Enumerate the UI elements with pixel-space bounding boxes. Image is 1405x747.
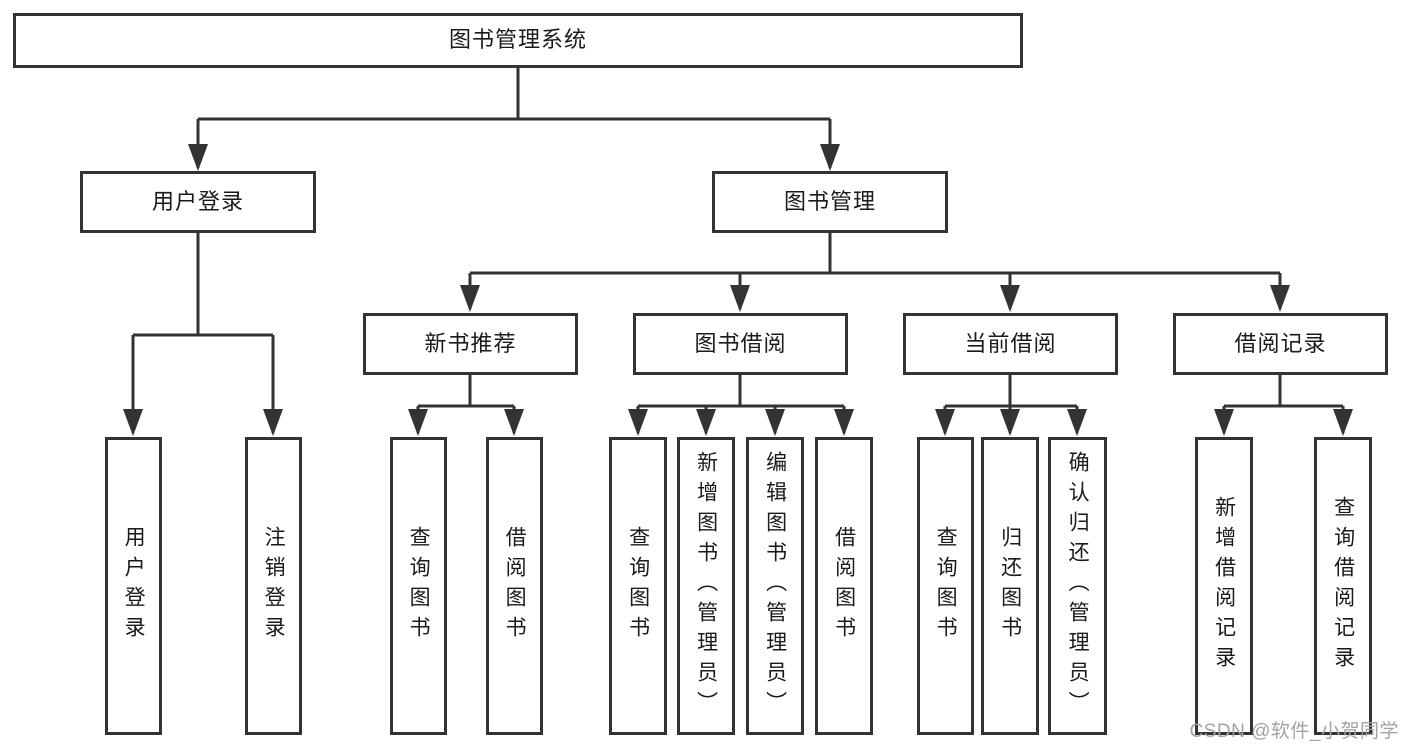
leaf-borrow-books-recommend: 借阅图书 — [486, 437, 543, 735]
leaf-user-login: 用户登录 — [105, 437, 162, 735]
connector-new-book-children — [408, 375, 524, 436]
leaf-edit-books-admin: 编辑图书（管理员） — [746, 437, 804, 735]
connector-current-borrowing-children — [935, 375, 1087, 436]
connector-user-login-children — [123, 233, 283, 436]
arrow-down-icon — [1000, 409, 1020, 436]
node-current-borrowing: 当前借阅 — [903, 313, 1118, 375]
arrow-down-icon — [460, 285, 480, 312]
arrow-down-icon — [765, 409, 785, 436]
leaf-logout: 注销登录 — [245, 437, 302, 735]
leaf-query-books-recommend: 查询图书 — [390, 437, 447, 735]
node-new-book-recommendation: 新书推荐 — [363, 313, 578, 375]
arrow-down-icon — [935, 409, 955, 436]
arrow-down-icon — [504, 409, 524, 436]
arrow-down-icon — [1333, 409, 1353, 436]
connector-book-management-children — [460, 233, 1290, 312]
connector-root-to-level2 — [188, 67, 840, 171]
connector-book-borrowing-children — [628, 375, 854, 436]
leaf-borrow-books-borrowing: 借阅图书 — [815, 437, 873, 735]
leaf-query-books-current: 查询图书 — [917, 437, 974, 735]
leaf-add-borrow-record: 新增借阅记录 — [1195, 437, 1253, 735]
watermark: CSDN @软件_小贺同学 — [1189, 721, 1399, 742]
connector-borrowing-records-children — [1214, 375, 1353, 436]
node-book-borrowing: 图书借阅 — [633, 313, 848, 375]
node-root-system: 图书管理系统 — [13, 13, 1023, 68]
leaf-query-books-borrowing: 查询图书 — [609, 437, 667, 735]
arrow-down-icon — [1000, 285, 1020, 312]
arrow-down-icon — [696, 409, 716, 436]
arrow-down-icon — [730, 285, 750, 312]
node-borrowing-records: 借阅记录 — [1173, 313, 1388, 375]
arrow-down-icon — [263, 409, 283, 436]
arrow-down-icon — [834, 409, 854, 436]
arrow-down-icon — [1067, 409, 1087, 436]
arrow-down-icon — [1214, 409, 1234, 436]
node-user-login: 用户登录 — [80, 171, 316, 233]
arrow-down-icon — [123, 409, 143, 436]
arrow-down-icon — [188, 144, 208, 171]
arrow-down-icon — [820, 144, 840, 171]
arrow-down-icon — [628, 409, 648, 436]
leaf-return-books: 归还图书 — [981, 437, 1039, 735]
arrow-down-icon — [1270, 285, 1290, 312]
node-book-management: 图书管理 — [712, 171, 948, 233]
leaf-confirm-return-admin: 确认归还（管理员） — [1048, 437, 1107, 735]
leaf-query-borrow-record: 查询借阅记录 — [1314, 437, 1372, 735]
leaf-add-books-admin: 新增图书（管理员） — [677, 437, 735, 735]
arrow-down-icon — [408, 409, 428, 436]
